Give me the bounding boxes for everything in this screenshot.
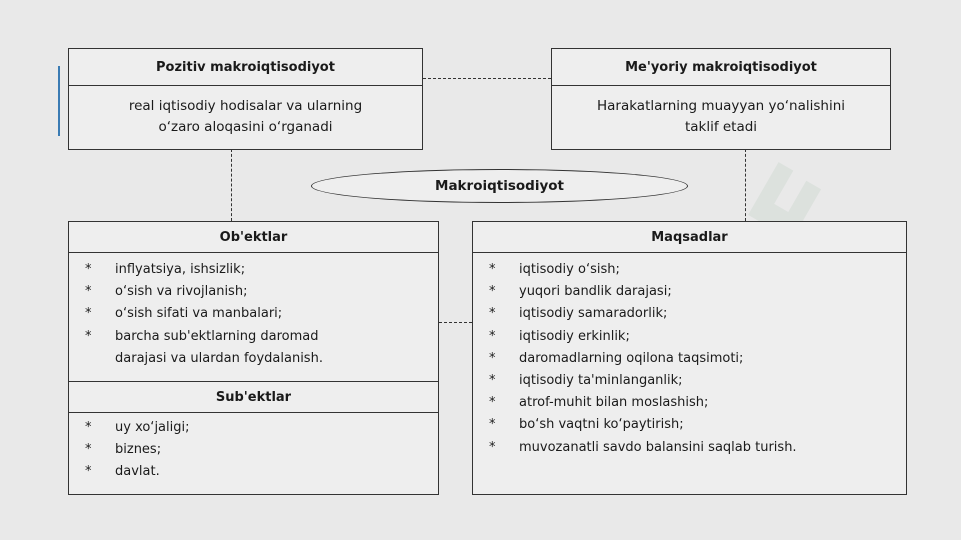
subjects-title: Sub'ektlar	[69, 381, 438, 413]
bullet-icon: *	[85, 284, 92, 300]
bullet-icon: *	[85, 328, 92, 344]
goals-item-text: iqtisodiy erkinlik;	[519, 328, 630, 344]
goals-item: * muvozanatli savdo balansini saqlab turi…	[473, 437, 906, 459]
goals-item-text: yuqori bandlik darajasi;	[519, 284, 672, 300]
positive-macro-line-2: o‘zaro aloqasini o‘rganadi	[158, 119, 333, 135]
objects-item-text: o‘sish va rivojlanish;	[115, 284, 248, 300]
objects-item: * o‘sish va rivojlanish;	[69, 281, 438, 303]
connector-right	[745, 149, 746, 221]
normative-macro-box: Me'yoriy makroiqtisodiyot Harakatlarning…	[551, 48, 891, 150]
subjects-item-text: uy xo‘jaligi;	[115, 420, 190, 435]
positive-macro-line-1: real iqtisodiy hodisalar va ularning	[128, 98, 363, 114]
connector-left	[231, 149, 232, 221]
bullet-icon: *	[489, 395, 496, 411]
objects-item-text: inflyatsiya, ishsizlik;	[115, 262, 246, 277]
goals-list: * iqtisodiy o‘sish; * yuqori bandlik daraj…	[473, 253, 906, 459]
goals-item-text: daromadlarning oqilona taqsimoti;	[519, 350, 744, 366]
subjects-item-text: biznes;	[115, 442, 162, 458]
subjects-item: * biznes;	[69, 439, 438, 461]
objects-item: * barcha sub'ektlarning daromad	[69, 326, 438, 348]
goals-title: Maqsadlar	[473, 222, 906, 253]
bullet-icon: *	[489, 284, 496, 300]
objects-item-text: o‘sish sifati va manbalari;	[115, 306, 283, 322]
bullet-icon: *	[85, 442, 92, 458]
subjects-item: * uy xo‘jaligi;	[69, 417, 438, 439]
goals-item: * atrof-muhit bilan moslashish;	[473, 392, 906, 414]
goals-item-text: atrof-muhit bilan moslashish;	[519, 395, 709, 411]
bullet-icon: *	[489, 439, 496, 455]
objects-title: Ob'ektlar	[69, 222, 438, 253]
center-label: Makroiqtisodiyot	[435, 178, 564, 194]
objects-item: * o‘sish sifati va manbalari;	[69, 303, 438, 325]
objects-item-text: barcha sub'ektlarning daromad	[115, 328, 319, 344]
bullet-icon: *	[85, 420, 92, 435]
bullet-icon: *	[489, 350, 496, 366]
goals-item: * iqtisodiy samaradorlik;	[473, 303, 906, 325]
objects-subjects-box: Ob'ektlar * inflyatsiya, ishsizlik; * o‘si…	[68, 221, 439, 495]
center-ellipse: Makroiqtisodiyot	[311, 169, 688, 203]
bullet-icon: *	[489, 262, 496, 277]
bullet-icon: *	[85, 306, 92, 322]
bullet-icon: *	[489, 328, 496, 344]
connector-top	[423, 78, 551, 79]
goals-item: * yuqori bandlik darajasi;	[473, 281, 906, 303]
bullet-icon: *	[489, 373, 496, 389]
positive-macro-box: Pozitiv makroiqtisodiyot real iqtisodiy …	[68, 48, 423, 150]
goals-item: * iqtisodiy erkinlik;	[473, 326, 906, 348]
goals-item: * daromadlarning oqilona taqsimoti;	[473, 348, 906, 370]
positive-macro-title: Pozitiv makroiqtisodiyot	[69, 49, 422, 86]
objects-list: * inflyatsiya, ishsizlik; * o‘sish va rivo…	[69, 253, 438, 381]
normative-macro-line-1: Harakatlarning muayyan yo‘nalishini	[596, 98, 846, 114]
normative-macro-line-2: taklif etadi	[684, 119, 758, 135]
normative-macro-title: Me'yoriy makroiqtisodiyot	[552, 49, 890, 86]
subjects-list: * uy xo‘jaligi; * biznes; * davlat.	[69, 413, 438, 484]
bullet-icon: *	[489, 417, 496, 433]
bullet-icon: *	[85, 464, 92, 480]
accent-bar	[58, 66, 60, 136]
goals-item: * bo‘sh vaqtni ko‘paytirish;	[473, 414, 906, 436]
objects-item: * inflyatsiya, ishsizlik;	[69, 259, 438, 281]
goals-item: * iqtisodiy o‘sish;	[473, 259, 906, 281]
objects-item-continued: darajasi va ulardan foydalanish.	[69, 348, 438, 370]
objects-item-text: darajasi va ulardan foydalanish.	[115, 350, 323, 366]
bullet-icon: *	[489, 306, 496, 322]
goals-item-text: muvozanatli savdo balansini saqlab turis…	[519, 439, 797, 455]
goals-item-text: iqtisodiy ta'minlanganlik;	[519, 373, 683, 389]
goals-item-text: iqtisodiy samaradorlik;	[519, 306, 668, 322]
connector-middle	[439, 322, 472, 323]
bullet-icon: *	[85, 262, 92, 277]
goals-item-text: bo‘sh vaqtni ko‘paytirish;	[519, 417, 684, 433]
positive-macro-description: real iqtisodiy hodisalar va ularning o‘z…	[69, 86, 422, 138]
subjects-item: * davlat.	[69, 461, 438, 483]
normative-macro-description: Harakatlarning muayyan yo‘nalishini takl…	[552, 86, 890, 138]
goals-item-text: iqtisodiy o‘sish;	[519, 262, 620, 277]
subjects-item-text: davlat.	[115, 464, 160, 480]
goals-box: Maqsadlar * iqtisodiy o‘sish; * yuqori ban…	[472, 221, 907, 495]
goals-item: * iqtisodiy ta'minlanganlik;	[473, 370, 906, 392]
